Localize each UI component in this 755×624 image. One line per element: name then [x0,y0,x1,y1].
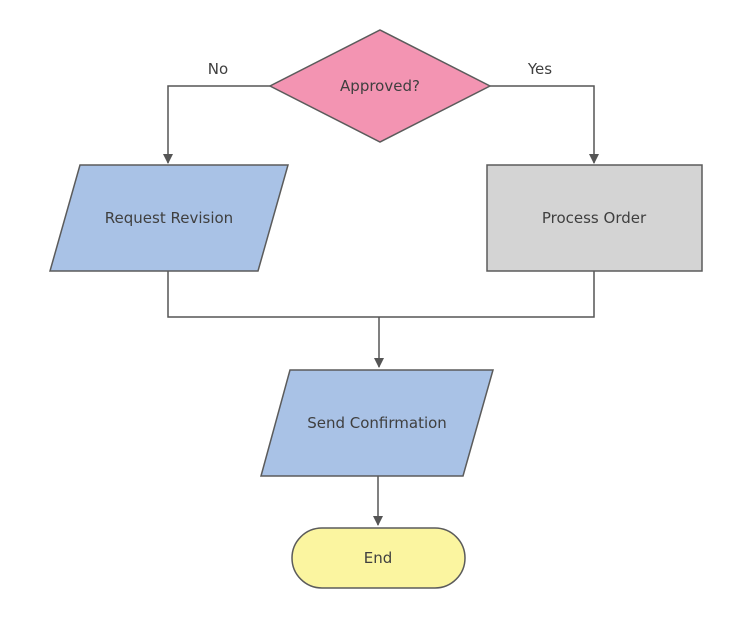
decision-diamond [268,29,492,143]
request-revision-parallelogram [49,164,289,272]
end-terminator [291,527,466,589]
send-confirmation-label: Send Confirmation [307,414,447,432]
edge-label-yes: Yes [527,60,552,78]
edge-merge-line [167,271,595,318]
edge-group [163,85,599,526]
edge-decision-to-request-revision [163,85,270,164]
send-confirmation-parallelogram [260,369,494,477]
request-revision-label: Request Revision [105,209,233,227]
process-order-rectangle [486,164,703,272]
process-order-label: Process Order [542,209,647,227]
end-label: End [364,549,393,567]
decision-label: Approved? [340,77,420,95]
edge-label-no: No [208,60,228,78]
edge-decision-to-process-order [490,85,599,164]
node-group [49,29,703,589]
